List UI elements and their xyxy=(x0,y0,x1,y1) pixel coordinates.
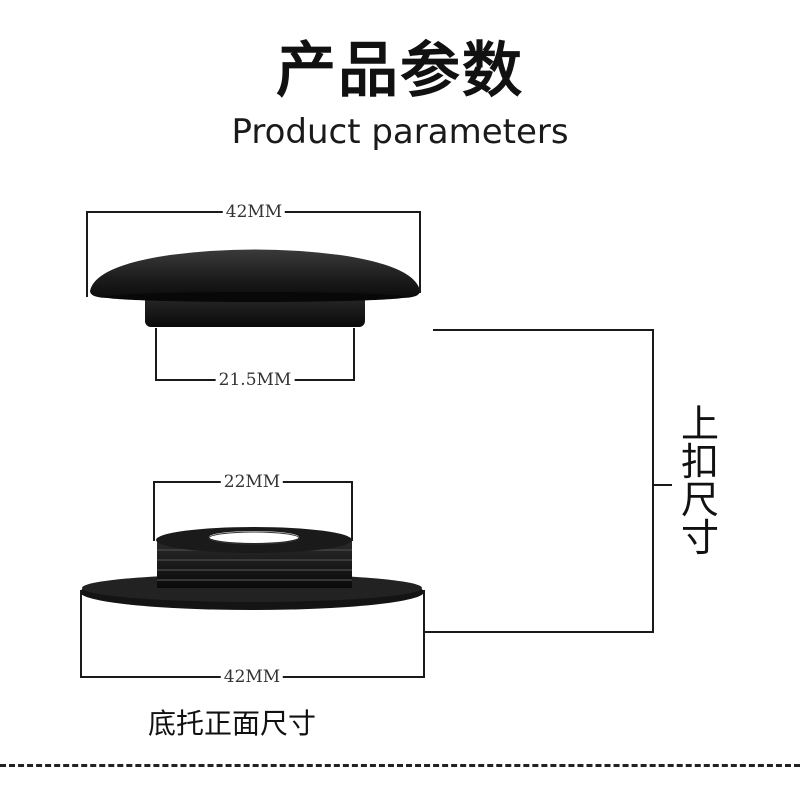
page-title: 产品参数 xyxy=(276,36,524,106)
bottom-base-part xyxy=(80,527,424,610)
page-subtitle: Product parameters xyxy=(231,112,569,152)
cap-outer-diameter-label: 42MM xyxy=(222,202,286,222)
side-bracket xyxy=(423,329,672,633)
cap-inner-dim-right xyxy=(353,328,355,381)
side-label: 上扣尺寸 xyxy=(680,402,719,560)
base-outer-diameter-label: 42MM xyxy=(220,667,284,687)
cap-inner-diameter-label: 21.5MM xyxy=(215,370,295,390)
cap-outer-dim-right xyxy=(419,211,421,293)
thread-dim-right xyxy=(351,481,353,541)
bottom-caption: 底托正面尺寸 xyxy=(148,707,317,740)
cap-outer-dim-left xyxy=(86,211,88,297)
base-outer-dim-left xyxy=(80,590,82,678)
top-cap-part xyxy=(90,249,420,327)
dashed-divider xyxy=(0,764,800,767)
base-outer-dim-right xyxy=(423,590,425,678)
cap-inner-dim-left xyxy=(155,328,157,381)
thread-diameter-label: 22MM xyxy=(220,472,284,492)
thread-dim-left xyxy=(153,481,155,541)
